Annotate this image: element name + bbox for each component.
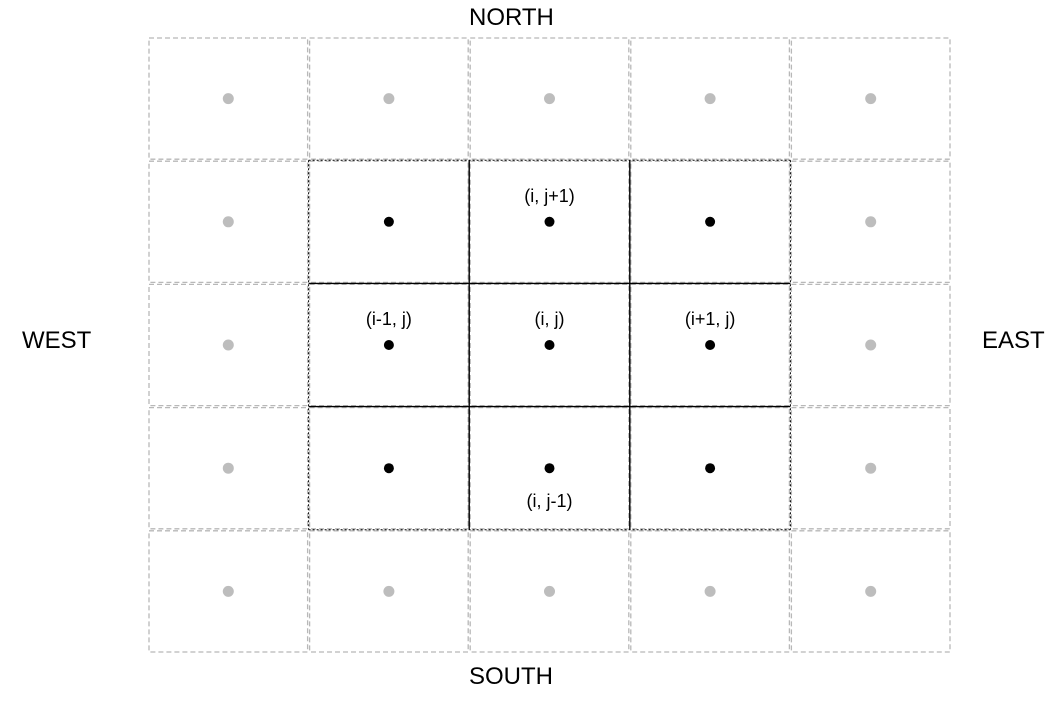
grid-cell bbox=[790, 406, 951, 530]
node-label: (i-1, j) bbox=[366, 309, 412, 329]
inactive-node-dot bbox=[222, 216, 234, 228]
active-grid-lines bbox=[308, 159, 791, 531]
inactive-node-dot bbox=[865, 93, 877, 105]
grid-cell bbox=[148, 37, 309, 160]
grid-cell bbox=[469, 283, 630, 407]
grid-cell bbox=[308, 283, 469, 407]
grid-cells bbox=[148, 37, 951, 653]
inactive-node-dot bbox=[222, 462, 234, 474]
east-label: EAST bbox=[982, 327, 1045, 354]
active-node-dot bbox=[544, 216, 555, 227]
active-node-dot bbox=[383, 463, 394, 474]
grid-cell bbox=[469, 530, 630, 653]
grid-cell bbox=[308, 160, 469, 284]
grid-nodes bbox=[222, 93, 877, 597]
grid-cell bbox=[308, 37, 469, 160]
grid-cell bbox=[790, 160, 951, 284]
north-label: NORTH bbox=[469, 4, 554, 31]
inactive-node-dot bbox=[865, 585, 877, 597]
grid-cell bbox=[630, 160, 791, 284]
grid-cell bbox=[469, 406, 630, 530]
node-label: (i+1, j) bbox=[685, 309, 736, 329]
grid-cell bbox=[790, 530, 951, 653]
grid-cell bbox=[148, 530, 309, 653]
inactive-node-dot bbox=[865, 216, 877, 228]
inactive-node-dot bbox=[383, 585, 395, 597]
grid-cell bbox=[148, 160, 309, 284]
node-label: (i, j-1) bbox=[527, 491, 573, 511]
inactive-node-dot bbox=[222, 93, 234, 105]
active-node-dot bbox=[383, 216, 394, 227]
south-label: SOUTH bbox=[469, 663, 553, 690]
grid-cell bbox=[469, 160, 630, 284]
node-label: (i, j) bbox=[535, 309, 565, 329]
grid-cell bbox=[630, 406, 791, 530]
inactive-node-dot bbox=[222, 339, 234, 351]
inactive-node-dot bbox=[222, 585, 234, 597]
grid-cell bbox=[469, 37, 630, 160]
grid-cell bbox=[148, 406, 309, 530]
inactive-node-dot bbox=[865, 339, 877, 351]
active-node-dot bbox=[705, 463, 716, 474]
active-node-dot bbox=[544, 463, 555, 474]
grid-cell bbox=[790, 283, 951, 407]
grid-cell bbox=[790, 37, 951, 160]
grid-cell bbox=[630, 530, 791, 653]
inactive-node-dot bbox=[704, 585, 716, 597]
active-node-dot bbox=[705, 216, 716, 227]
node-label: (i, j+1) bbox=[524, 186, 575, 206]
grid-cell bbox=[308, 530, 469, 653]
inactive-node-dot bbox=[383, 93, 395, 105]
active-node-dot bbox=[544, 340, 555, 350]
inactive-node-dot bbox=[544, 585, 555, 597]
inactive-node-dot bbox=[704, 93, 716, 105]
grid-cell bbox=[148, 283, 309, 407]
inactive-node-dot bbox=[865, 462, 877, 474]
node-labels: (i, j+1) (i-1, j) (i, j) (i+1, j) (i, j-1) bbox=[366, 186, 735, 511]
grid-cell bbox=[630, 283, 791, 407]
active-node-dot bbox=[705, 340, 716, 350]
grid-cell bbox=[308, 406, 469, 530]
inactive-node-dot bbox=[544, 93, 555, 105]
grid-cell bbox=[630, 37, 791, 160]
active-node-dot bbox=[383, 340, 394, 350]
west-label: WEST bbox=[22, 327, 92, 354]
